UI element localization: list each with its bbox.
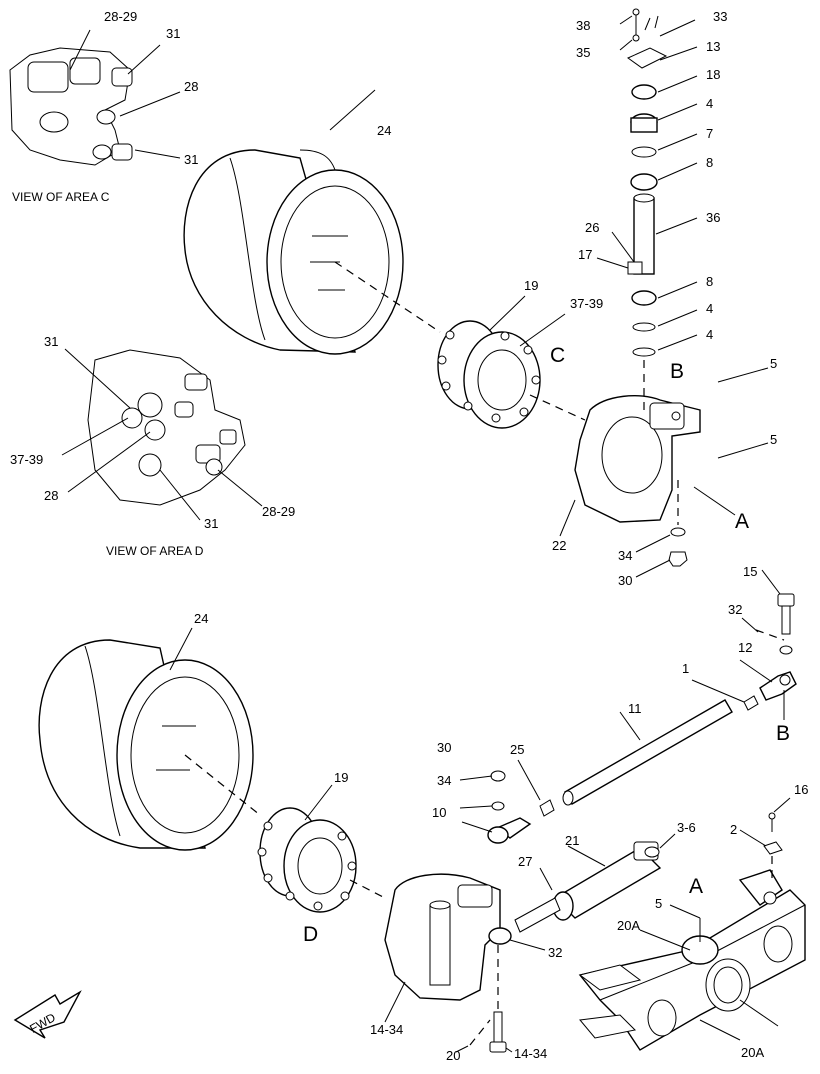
ref-letter-b-top: B [670,360,684,383]
ref-letter-b-bottom: B [776,722,790,745]
callout-4-a: 4 [706,96,713,111]
fwd-direction-badge: FWD [13,990,82,1039]
callout-22: 22 [552,538,566,553]
callout-18: 18 [706,67,720,82]
view-area-c-label: VIEW OF AREA C [12,190,110,204]
callout-8-a: 8 [706,155,713,170]
callout-32-right: 32 [728,602,742,617]
top-wheel-tire [183,89,404,355]
callout-38: 38 [576,18,590,33]
callout-1-9: 32 [548,945,562,960]
callout-35: 35 [576,45,590,60]
callout-19-bottom: 19 [334,770,348,785]
steering-cylinder-21 [488,833,676,951]
callout-36: 36 [706,210,720,225]
callout-30-top: 30 [618,573,632,588]
callout-view-d-31-top: 31 [44,334,58,349]
view-area-d-detail [61,348,263,521]
callout-37-39-top: 37-39 [570,296,603,311]
kingpin-stack [596,8,769,459]
callout-19-top: 19 [524,278,538,293]
callout-26: 26 [585,220,599,235]
callout-20a-left: 20A [617,918,640,933]
axle-frame-20 [578,869,806,1051]
callout-view-c-31-top: 31 [166,26,180,41]
callout-view-c-28: 28 [184,79,198,94]
ref-letter-c: C [550,344,565,367]
bolt-16-plate-2 [739,797,791,880]
top-hub-centerline [529,394,586,421]
steering-knuckle-22 [559,395,736,537]
callout-15: 15 [743,564,757,579]
callout-27: 27 [518,854,532,869]
bottom-hub-centerline [349,879,386,899]
callout-14-34: 14-34 [514,1046,547,1061]
top-final-drive-hub [437,295,566,429]
callout-8-b: 8 [706,274,713,289]
callout-34-top: 34 [618,548,632,563]
bolt-15-assembly [741,569,795,655]
ref-letter-a-bottom: A [689,875,703,898]
callout-view-d-31-bottom: 31 [204,516,218,531]
callout-5-b: 5 [770,432,777,447]
callout-4-c: 4 [706,327,713,342]
callout-33: 33 [713,9,727,24]
callout-16: 16 [794,782,808,797]
callout-view-d-28-29: 28-29 [262,504,295,519]
knuckle-nut-washer [635,480,688,578]
callout-17: 17 [578,247,592,262]
callout-20: 20A [741,1045,764,1060]
callout-1: 1 [682,661,689,676]
ref-letter-a-top: A [735,510,749,533]
callout-5-a: 5 [770,356,777,371]
callout-23: 14-34 [370,1022,403,1037]
tie-rod-assembly [459,659,797,844]
bottom-final-drive-hub [257,784,357,913]
callout-11: 11 [628,701,642,716]
view-area-d-label: VIEW OF AREA D [106,544,204,558]
callout-24-bottom: 24 [194,611,208,626]
callout-24-top: 24 [377,123,391,138]
callout-25: 25 [510,742,524,757]
callout-13: 13 [706,39,720,54]
callout-10: 10 [432,805,446,820]
ref-letter-d: D [303,923,318,946]
bolt-14-34-assembly [455,945,513,1053]
callout-7: 7 [706,126,713,141]
callout-view-d-37-39: 37-39 [10,452,43,467]
bottom-wheel-tire [38,627,254,851]
callout-2: 2 [730,822,737,837]
callout-34-bottom: 34 [437,773,451,788]
callout-3-6: 3-6 [677,820,696,835]
view-area-c-detail [9,29,181,166]
callout-32-bottom: 20 [446,1048,460,1063]
callout-4-b: 4 [706,301,713,316]
callout-view-c-31-bottom: 31 [184,152,198,167]
callout-30-bottom: 30 [437,740,451,755]
bottom-axle-centerline [184,754,261,816]
callout-12: 12 [738,640,752,655]
callout-5-bottom: 5 [655,896,662,911]
steering-knuckle-23 [384,873,501,1023]
callout-21: 21 [565,833,579,848]
top-axle-centerline [334,261,441,333]
callout-view-d-28: 28 [44,488,58,503]
callout-view-c-28-29: 28-29 [104,9,137,24]
